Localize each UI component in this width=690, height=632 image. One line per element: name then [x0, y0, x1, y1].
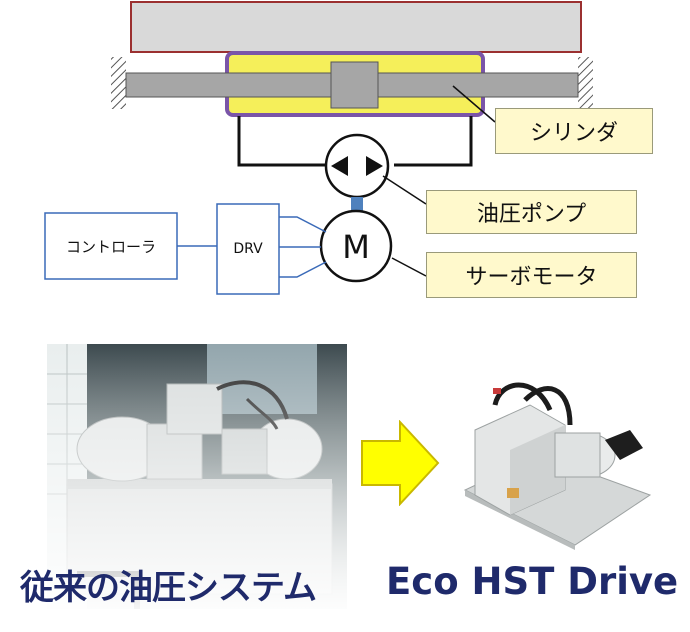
driver-block [216, 203, 280, 295]
motor-leader [391, 257, 427, 277]
conventional-system-photo [47, 344, 347, 609]
hydraulic-pump-symbol [324, 133, 390, 199]
eco-hst-drive-photo [455, 370, 655, 550]
motor-label: M [342, 228, 370, 266]
driver-label: DRV [233, 241, 263, 257]
transition-arrow [361, 420, 440, 506]
servo-motor-callout: サーボモータ [426, 252, 637, 298]
cylinder-callout: シリンダ [495, 108, 653, 154]
controller-block [44, 212, 178, 280]
conventional-system-caption: 従来の油圧システム [20, 568, 317, 608]
right-wall-hatch [578, 57, 593, 109]
cylinder-leader [452, 85, 496, 123]
eco-hst-drive-caption: Eco HST Drive [386, 560, 679, 603]
hydraulic-line-right [394, 116, 473, 167]
controller-label: コントローラ [66, 238, 156, 256]
motor-power-wires [279, 216, 327, 278]
servo-motor-symbol: M [319, 209, 393, 283]
hydraulic-line-left [237, 116, 326, 167]
piston [330, 61, 379, 109]
upper-platen [130, 1, 582, 53]
left-wall-hatch [111, 57, 126, 109]
hydraulic-schematic: M コントローラ DRV [44, 1, 593, 295]
hydraulic-pump-callout: 油圧ポンプ [426, 190, 637, 234]
pump-leader [382, 175, 427, 205]
